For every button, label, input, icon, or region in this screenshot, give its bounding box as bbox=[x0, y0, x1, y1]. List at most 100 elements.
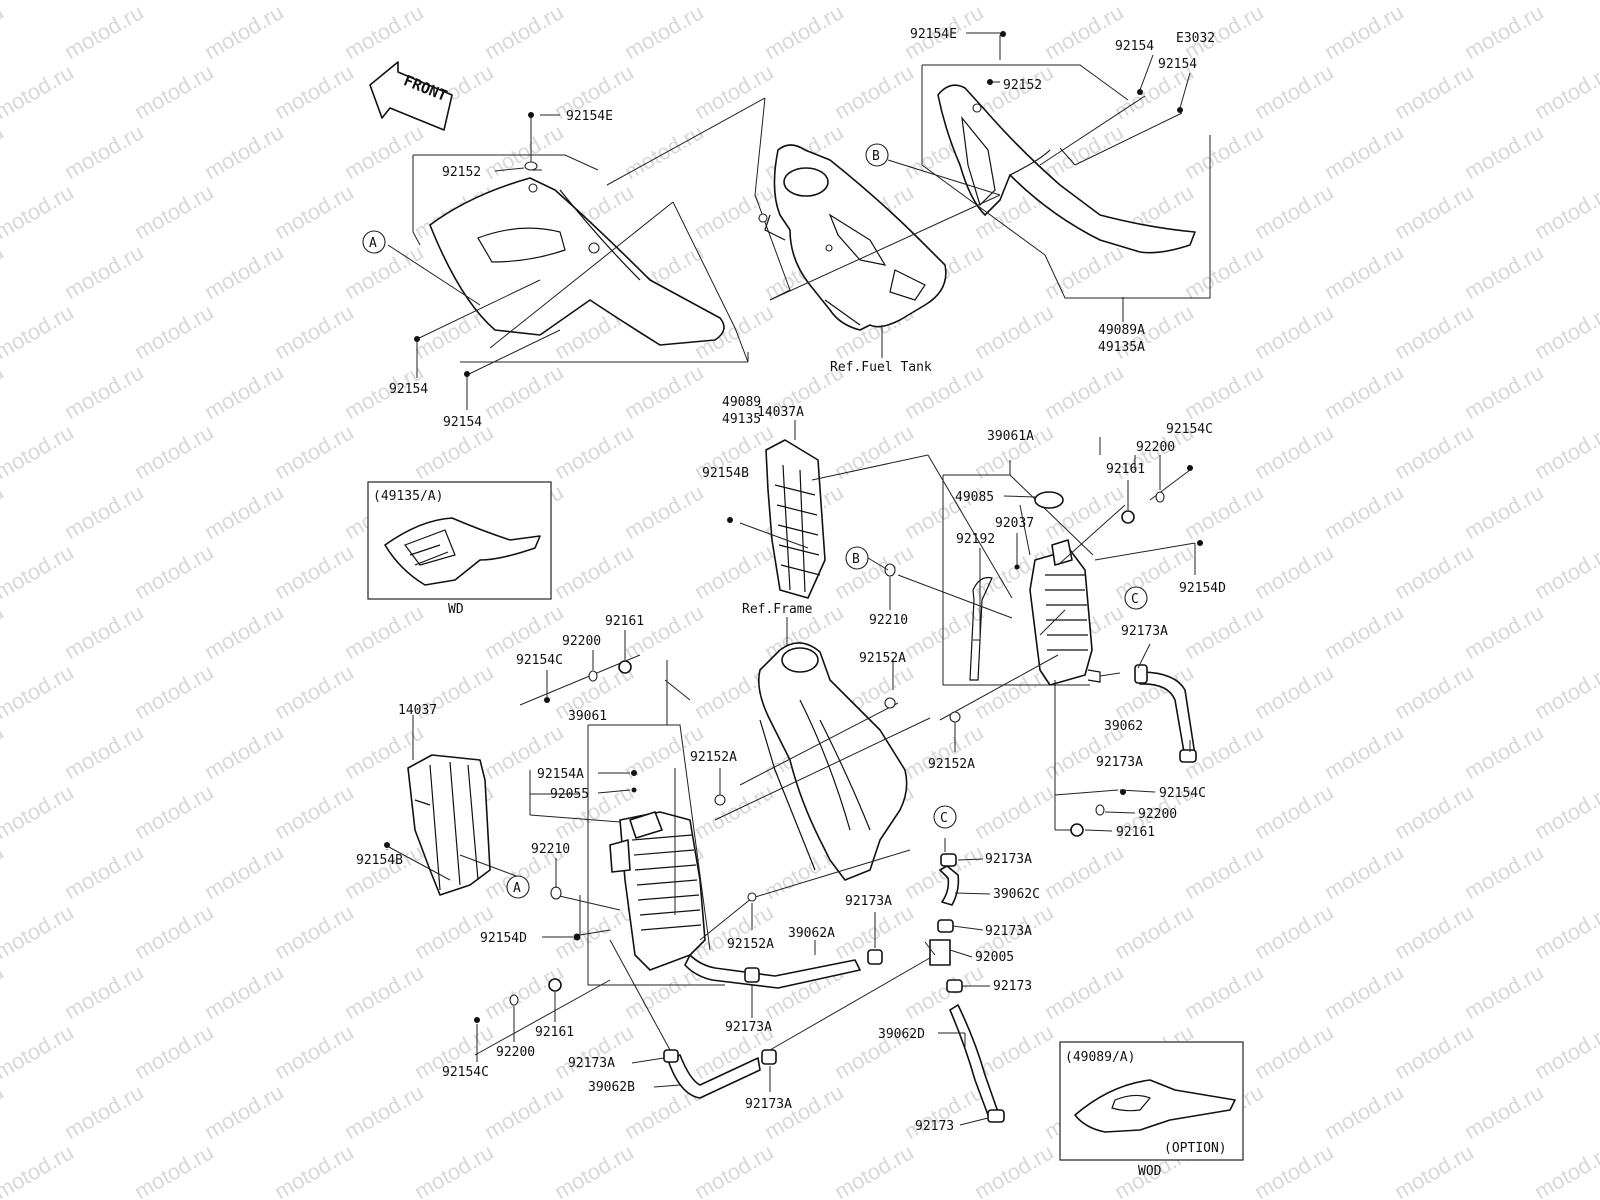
part-label: 49089 bbox=[722, 395, 761, 410]
watermark-text: motod.ru bbox=[1320, 359, 1408, 424]
watermark-text: motod.ru bbox=[1530, 1019, 1600, 1084]
watermark-text: motod.ru bbox=[0, 1139, 78, 1200]
part-label: 49135 bbox=[722, 412, 761, 427]
watermark-text: motod.ru bbox=[0, 1019, 78, 1084]
part-label: 92005 bbox=[975, 950, 1014, 965]
watermark-text: motod.ru bbox=[0, 59, 78, 124]
watermark-text: motod.ru bbox=[200, 839, 288, 904]
radiator-guard-14037A-drawing bbox=[765, 439, 826, 599]
watermark-text: motod.ru bbox=[1320, 479, 1408, 544]
watermark-text: motod.ru bbox=[830, 1139, 918, 1200]
watermark-text: motod.ru bbox=[0, 539, 78, 604]
part-label: 92161 bbox=[605, 614, 644, 629]
watermark-text: motod.ru bbox=[1460, 1079, 1548, 1144]
watermark-text: motod.ru bbox=[1320, 239, 1408, 304]
watermark-text: motod.ru bbox=[1320, 0, 1408, 64]
part-label: 92152 bbox=[442, 165, 481, 180]
watermark-text: motod.ru bbox=[550, 1139, 638, 1200]
part-label: Ref.Fuel Tank bbox=[830, 360, 932, 375]
part-label: 92037 bbox=[995, 516, 1034, 531]
watermark-text: motod.ru bbox=[270, 899, 358, 964]
svg-text:A: A bbox=[369, 236, 377, 251]
watermark-text: motod.ru bbox=[900, 1079, 988, 1144]
watermark-text: motod.ru bbox=[1460, 479, 1548, 544]
watermark-text: motod.ru bbox=[60, 119, 148, 184]
part-label: 92154C bbox=[1159, 786, 1206, 801]
hose-39062-drawing bbox=[1134, 664, 1197, 763]
watermark-text: motod.ru bbox=[1040, 359, 1128, 424]
watermark-text: motod.ru bbox=[1040, 0, 1128, 64]
watermark-text: motod.ru bbox=[0, 479, 8, 544]
watermark-text: motod.ru bbox=[1530, 899, 1600, 964]
watermark-text: motod.ru bbox=[1040, 959, 1128, 1024]
watermark-text: motod.ru bbox=[620, 359, 708, 424]
inset-wod: (49089/A) (OPTION) WOD bbox=[1059, 1041, 1244, 1179]
svg-text:A: A bbox=[513, 881, 521, 896]
watermark-text: motod.ru bbox=[1460, 119, 1548, 184]
watermark-text: motod.ru bbox=[550, 539, 638, 604]
watermark-text: motod.ru bbox=[1390, 419, 1478, 484]
watermark-text: motod.ru bbox=[1250, 0, 1338, 4]
fuel-tank-drawing bbox=[758, 144, 947, 331]
part-label: 92210 bbox=[869, 613, 908, 628]
part-label: 92154E bbox=[566, 109, 613, 124]
leader-lines bbox=[386, 32, 1191, 1126]
watermark-text: motod.ru bbox=[1180, 479, 1268, 544]
watermark-text: motod.ru bbox=[1530, 0, 1600, 4]
watermark-text: motod.ru bbox=[900, 959, 988, 1024]
watermark-text: motod.ru bbox=[760, 0, 848, 64]
watermark-text: motod.ru bbox=[0, 719, 8, 784]
hose-39062B-drawing bbox=[663, 1049, 777, 1099]
watermark-text: motod.ru bbox=[900, 599, 988, 664]
watermark-text: motod.ru bbox=[690, 179, 778, 244]
watermark-text: motod.ru bbox=[1250, 659, 1338, 724]
watermark-text: motod.ru bbox=[200, 1079, 288, 1144]
part-label: 92173A bbox=[725, 1020, 772, 1035]
watermark-text: motod.ru bbox=[1530, 419, 1600, 484]
watermark-text: motod.ru bbox=[0, 0, 78, 4]
watermark-text: motod.ru bbox=[130, 539, 218, 604]
part-label: 92154C bbox=[516, 653, 563, 668]
watermark-text: motod.ru bbox=[620, 599, 708, 664]
part-label: 92154C bbox=[442, 1065, 489, 1080]
part-label: 92154B bbox=[356, 853, 403, 868]
watermark-text: motod.ru bbox=[1390, 179, 1478, 244]
watermark-text: motod.ru bbox=[270, 1139, 358, 1200]
part-label: 92154 bbox=[443, 415, 482, 430]
watermark-text: motod.ru bbox=[130, 659, 218, 724]
part-label: 92210 bbox=[531, 842, 570, 857]
left-radiator-39061-drawing bbox=[609, 811, 706, 971]
watermark-text: motod.ru bbox=[270, 659, 358, 724]
watermark-text: motod.ru bbox=[270, 779, 358, 844]
watermark-text: motod.ru bbox=[340, 0, 428, 64]
part-label: 92173 bbox=[915, 1119, 954, 1134]
watermark-text: motod.ru bbox=[480, 359, 568, 424]
watermark-text: motod.ru bbox=[480, 1079, 568, 1144]
watermark-text: motod.ru bbox=[1530, 59, 1600, 124]
watermark-text: motod.ru bbox=[970, 0, 1058, 4]
watermark-text: motod.ru bbox=[620, 119, 708, 184]
part-label: 92173A bbox=[845, 894, 892, 909]
watermark-text: motod.ru bbox=[1390, 659, 1478, 724]
watermark-text: motod.ru bbox=[60, 359, 148, 424]
watermark-text: motod.ru bbox=[130, 299, 218, 364]
part-label: 39062C bbox=[993, 887, 1040, 902]
watermark-text: motod.ru bbox=[620, 479, 708, 544]
part-label: 92192 bbox=[956, 532, 995, 547]
watermark-text: motod.ru bbox=[900, 719, 988, 784]
watermark-text: motod.ru bbox=[550, 419, 638, 484]
watermark-text: motod.ru bbox=[0, 419, 78, 484]
watermark-text: motod.ru bbox=[1530, 539, 1600, 604]
part-label: 92152A bbox=[928, 757, 975, 772]
inset-wod-option: (OPTION) bbox=[1164, 1141, 1227, 1156]
svg-text:B: B bbox=[872, 149, 880, 164]
inset-wd: (49135/A) WD bbox=[367, 481, 552, 617]
watermark-text: motod.ru bbox=[1320, 959, 1408, 1024]
watermark-text: motod.ru bbox=[0, 179, 78, 244]
watermark-text: motod.ru bbox=[60, 1079, 148, 1144]
watermark-text: motod.ru bbox=[340, 839, 428, 904]
callout-c-right: C bbox=[1124, 586, 1148, 610]
watermark-text: motod.ru bbox=[1250, 1019, 1338, 1084]
watermark-text: motod.ru bbox=[270, 59, 358, 124]
watermark-text: motod.ru bbox=[550, 899, 638, 964]
